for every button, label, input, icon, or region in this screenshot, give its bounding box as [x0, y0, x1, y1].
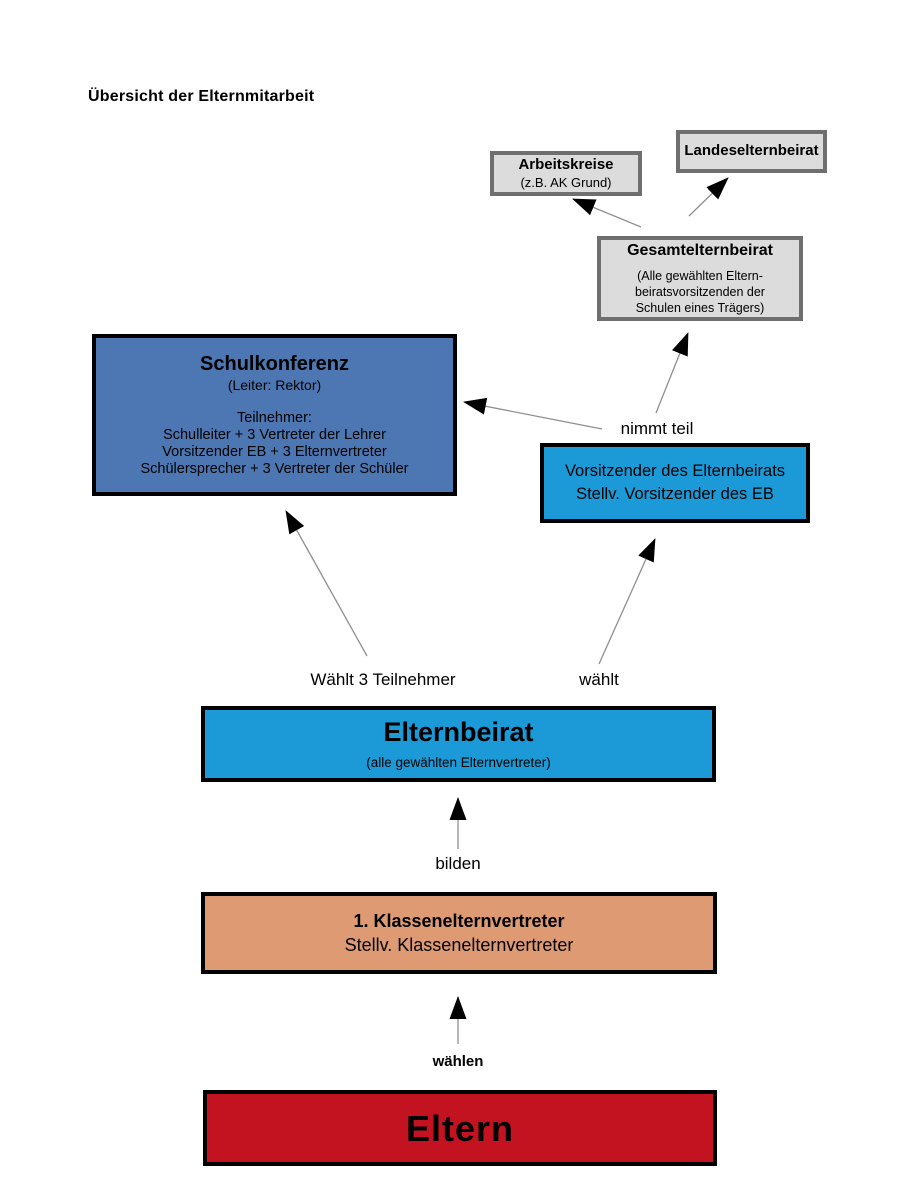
- label-waehlen: wählen: [432, 1053, 484, 1070]
- label-waehlt: wählt: [579, 670, 619, 689]
- elternbeirat-title: Elternbeirat: [383, 716, 534, 747]
- arrow-gesamt-to-landeselternbeirat: [688, 177, 729, 217]
- gesamtelternbeirat-line: beiratsvorsitzenden der: [635, 284, 765, 299]
- schulkonferenz-subtitle: (Leiter: Rektor): [227, 377, 322, 394]
- box-elternbeirat: Elternbeirat (alle gewählten Elternvertr…: [201, 706, 716, 782]
- box-schulkonferenz: Schulkonferenz (Leiter: Rektor) Teilnehm…: [92, 334, 457, 496]
- elternbeirat-subtitle: (alle gewählten Elternvertreter): [366, 755, 551, 771]
- vorsitzender-line1: Vorsitzender des Elternbeirats: [564, 461, 786, 480]
- gesamtelternbeirat-title: Gesamtelternbeirat: [627, 241, 773, 259]
- klassenelternvertreter-line1: 1. Klassenelternvertreter: [353, 910, 565, 931]
- arrow-vorsitzender-to-gesamtelternbeirat: [655, 332, 689, 414]
- schulkonferenz-participants-header: Teilnehmer:: [237, 409, 312, 426]
- label-waehlt-3-teilnehmer: Wählt 3 Teilnehmer: [310, 670, 456, 689]
- box-klassenelternvertreter: 1. Klassenelternvertreter Stellv. Klasse…: [201, 892, 717, 974]
- arbeitskreise-subtitle: (z.B. AK Grund): [520, 174, 612, 190]
- arrow-gesamt-to-arbeitskreise: [572, 198, 642, 228]
- box-landeselternbeirat: Landeselternbeirat: [676, 130, 827, 173]
- box-arbeitskreise: Arbeitskreise (z.B. AK Grund): [490, 151, 642, 196]
- arrow-elternbeirat-to-schulkonferenz: [285, 510, 368, 657]
- arrow-elternbeirat-to-vorsitzender: [598, 538, 656, 665]
- box-eltern: Eltern: [203, 1090, 717, 1166]
- gesamtelternbeirat-line: (Alle gewählten Eltern-: [637, 268, 763, 283]
- label-bilden: bilden: [435, 854, 481, 873]
- klassenelternvertreter-line2: Stellv. Klassenelternvertreter: [344, 935, 574, 955]
- landeselternbeirat-title: Landeselternbeirat: [684, 142, 819, 160]
- schulkonferenz-participant: Schülersprecher + 3 Vertreter der Schüle…: [140, 460, 409, 477]
- page-title: Übersicht der Elternmitarbeit: [88, 88, 315, 105]
- arbeitskreise-title: Arbeitskreise: [518, 156, 614, 173]
- gesamtelternbeirat-line: Schulen eines Trägers): [635, 301, 765, 316]
- schulkonferenz-title: Schulkonferenz: [200, 353, 349, 376]
- box-gesamtelternbeirat: Gesamtelternbeirat (Alle gewählten Elter…: [597, 236, 803, 321]
- box-vorsitzender-eb: Vorsitzender des Elternbeirats Stellv. V…: [540, 443, 810, 523]
- eltern-title: Eltern: [405, 1107, 515, 1149]
- vorsitzender-line2: Stellv. Vorsitzender des EB: [576, 485, 774, 503]
- label-nimmt-teil: nimmt teil: [620, 419, 694, 438]
- schulkonferenz-participant: Schulleiter + 3 Vertreter der Lehrer: [163, 426, 386, 443]
- schulkonferenz-participant: Vorsitzender EB + 3 Elternvertreter: [162, 443, 387, 460]
